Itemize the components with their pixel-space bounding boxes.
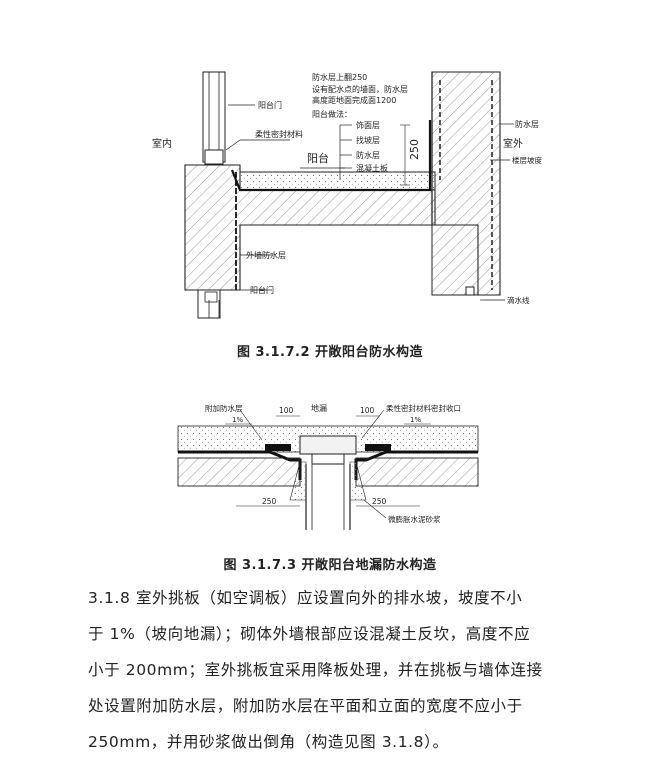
label-dim-100-left: 100	[279, 406, 294, 415]
label-floor-slope: 楼层坡度	[512, 155, 542, 165]
label-door-bottom: 阳台门	[250, 285, 274, 295]
label-slope-left: 1%	[232, 416, 243, 424]
balcony-waterproof-drawing: 室内 阳台门 柔性密封材料 阳台 防水层上翻250 设有配水点的墙面，防水层 高…	[152, 71, 542, 530]
label-balcony: 阳台	[307, 151, 329, 165]
paragraph-line: 处设置附加防水层，附加防水层在平面和立面的宽度不应小于	[88, 697, 523, 715]
paragraph-line: 于 1%（坡向地漏）；砌体外墙根部应设混凝土反坎，高度不应	[88, 625, 531, 643]
label-wp-up: 防水层上翻250	[312, 72, 367, 82]
figure1-section: 室内 阳台门 柔性密封材料 阳台 防水层上翻250 设有配水点的墙面，防水层 高…	[152, 71, 542, 319]
label-additional-wp: 附加防水层	[205, 403, 243, 413]
label-flex-seal: 柔性密封材料	[255, 129, 303, 139]
label-dim-250-left: 250	[262, 497, 277, 506]
label-dim-250: 250	[408, 139, 421, 160]
label-drip-line: 滴水线	[507, 295, 530, 305]
label-finish: 饰面层	[356, 120, 380, 130]
label-drain-note-1: 设有配水点的墙面，防水层	[312, 84, 408, 94]
label-dim-100-right: 100	[360, 406, 375, 415]
label-slab: 混凝土板	[356, 163, 388, 173]
label-exterior-wp: 外墙防水层	[246, 250, 286, 260]
section-3-1-8-paragraph: 3.1.8 室外挑板（如空调板）应设置向外的排水坡，坡度不小 于 1%（坡向地漏…	[88, 580, 578, 760]
paragraph-line: 3.1.8 室外挑板（如空调板）应设置向外的排水坡，坡度不小	[88, 589, 523, 607]
label-slope-right: 1%	[410, 416, 421, 424]
label-dim-250-right: 250	[372, 497, 387, 506]
label-balcony-method: 阳台做法：	[312, 109, 352, 119]
label-micro-expansion: 微膨胀水泥砂浆	[388, 514, 441, 524]
label-door-top: 阳台门	[258, 100, 282, 110]
figure2-section: 附加防水层 100 地漏 100 柔性密封材料密封收口 1% 1% 250 25…	[177, 403, 479, 530]
figure1-caption: 图 3.1.7.2 开敞阳台防水构造	[236, 345, 424, 360]
label-flex-seal-close: 柔性密封材料密封收口	[386, 403, 461, 413]
label-indoor: 室内	[152, 137, 172, 150]
figure2-caption: 图 3.1.7.3 开敞阳台地漏防水构造	[223, 558, 437, 573]
label-wp-right: 防水层	[515, 119, 539, 129]
label-screed: 找坡层	[356, 135, 380, 145]
paragraph-line: 250mm，并用砂浆做出倒角（构造见图 3.1.8）。	[88, 733, 449, 751]
paragraph-line: 小于 200mm；室外挑板宜采用降板处理，并在挑板与墙体连接	[88, 661, 543, 679]
label-outdoor: 室外	[503, 137, 523, 150]
label-floor-drain: 地漏	[311, 403, 327, 413]
label-drain-note-2: 高度距地面完成面1200	[312, 95, 396, 105]
label-wp-layer: 防水层	[356, 150, 380, 160]
